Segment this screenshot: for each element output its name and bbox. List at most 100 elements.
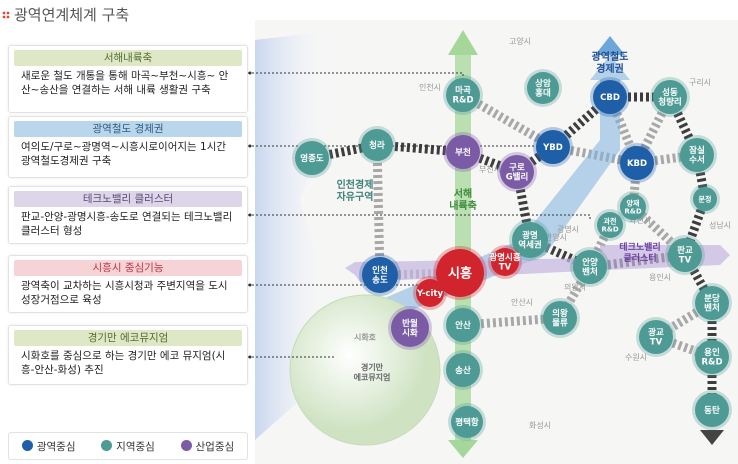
- map-node: 동탄: [692, 390, 732, 430]
- node-halo: [636, 317, 676, 357]
- panel-body: 여의도/구로~광명역~시흥시로이어지는 1시간 광역철도경제권 구축: [21, 141, 227, 167]
- legend-item-metro: 광역중심: [21, 439, 75, 454]
- node-label: 인천: [372, 265, 388, 276]
- panel-body: 새로운 철도 개통을 통해 마곡~부천~시흥~ 안산~송산을 연결하는 서해 내…: [21, 70, 229, 96]
- node-halo: [413, 276, 447, 310]
- node-label: KBD: [627, 159, 647, 169]
- node-label: R&D: [624, 207, 641, 215]
- node-circle: [536, 130, 570, 164]
- node-circle: [695, 393, 729, 427]
- node-label: CBD: [600, 93, 620, 103]
- node-label: 과천: [604, 216, 617, 225]
- node-halo: [570, 247, 610, 287]
- node-halo: [443, 305, 483, 345]
- link-line: [585, 223, 615, 269]
- panel-header: 경기만 에코뮤지엄: [14, 330, 242, 346]
- node-circle: [573, 250, 607, 284]
- techno-valley-label: 테크노밸리: [619, 241, 660, 253]
- map-node: Y-city: [413, 276, 447, 310]
- node-halo: [509, 219, 551, 261]
- node-halo: [665, 235, 705, 275]
- leader-lines: [248, 71, 591, 359]
- map-node: 양재R&D: [617, 191, 649, 223]
- city-label: 안산시: [511, 297, 533, 307]
- panel-body: 광역축이 교차하는 시흥시청과 주변지역을 도시성장거점으로 육성: [21, 280, 228, 306]
- link-line: [605, 95, 642, 165]
- node-circle: [668, 238, 702, 272]
- link-line: [379, 268, 461, 280]
- node-label: R&D: [452, 96, 473, 106]
- node-circle: [446, 78, 480, 112]
- map-node: 평택항: [448, 403, 486, 441]
- map-node: CBD: [590, 77, 630, 117]
- node-halo: [692, 337, 732, 377]
- link-line: [376, 140, 464, 157]
- node-label: 분당: [704, 293, 720, 304]
- map-node: 송산: [443, 350, 483, 390]
- node-label: R&D: [601, 225, 618, 233]
- link-line: [514, 143, 556, 176]
- link-line: [665, 95, 702, 157]
- map-node: 용인R&D: [692, 337, 732, 377]
- node-halo: [443, 75, 483, 115]
- node-label: 마곡: [455, 85, 471, 96]
- city-label: 화성시: [529, 421, 551, 430]
- links: [311, 91, 717, 410]
- node-label: 잠실: [689, 145, 705, 156]
- map-node: 문정: [690, 184, 720, 214]
- city-label: 고양시: [509, 37, 531, 46]
- node-label: 부천: [455, 147, 471, 158]
- link-line: [653, 299, 715, 341]
- legend-item-regional: 지역중심: [101, 439, 155, 454]
- node-label: 벤처: [704, 303, 720, 314]
- link-line: [628, 162, 642, 208]
- city-label: 안양시: [545, 232, 567, 242]
- map-node: 안산: [443, 305, 483, 345]
- node-label: 시화: [402, 328, 418, 339]
- node-circle: [416, 279, 444, 307]
- node-halo: [448, 403, 486, 441]
- link-line: [460, 91, 556, 151]
- link-line: [589, 250, 686, 272]
- node-circle: [527, 72, 559, 104]
- node-halo: [488, 245, 522, 279]
- node-halo: [690, 184, 720, 214]
- node-label: 물류: [552, 319, 568, 329]
- node-label: 안산: [455, 320, 471, 331]
- link-line: [681, 252, 716, 306]
- node-halo: [358, 126, 396, 164]
- rail-economy-axis: [380, 55, 630, 315]
- node-label: 송도: [372, 275, 388, 286]
- node-label: 벤처: [582, 267, 598, 278]
- node-label: 양재: [627, 198, 640, 207]
- node-circle: [695, 286, 729, 320]
- city-label: 수원시: [625, 353, 647, 362]
- node-circle: [362, 257, 398, 293]
- node-halo: [692, 390, 732, 430]
- node-label: 동탄: [704, 405, 720, 416]
- link-line: [550, 93, 613, 151]
- techno-valley-axis: [345, 245, 730, 282]
- node-circle: [500, 155, 534, 189]
- eco-museum-label: 에코뮤지엄: [354, 372, 391, 382]
- rail-economy-label: 광역철도: [592, 50, 629, 63]
- panel-eco-museum: 경기만 에코뮤지엄 시화호를 중심으로 하는 경기만 에코 뮤지엄(시흥-안산-…: [8, 325, 248, 385]
- panel-siheung-center: 시흥시 중심기능 광역축이 교차하는 시흥시청과 주변지역을 도시성장거점으로 …: [8, 255, 248, 313]
- panel-techno-valley: 테크노밸리 클러스터 판교-안양-광명시흥-송도로 연결되는 테크노밸리 클러스…: [8, 186, 248, 244]
- node-halo: [692, 283, 732, 323]
- city-label: 성남시: [709, 221, 731, 230]
- circle-icon: [180, 439, 192, 451]
- map-node: YBD: [533, 127, 573, 167]
- link-line: [636, 150, 698, 168]
- city-label: 부천시: [479, 164, 501, 174]
- node-halo: [443, 350, 483, 390]
- node-halo: [533, 127, 573, 167]
- node-circle: [436, 249, 484, 297]
- west-inland-axis: [455, 55, 471, 440]
- node-label: TV: [679, 256, 692, 266]
- leader-dot: [248, 71, 252, 75]
- panel-body: 판교-안양-광명시흥-송도로 연결되는 테크노밸리 클러스터 형성: [21, 211, 233, 237]
